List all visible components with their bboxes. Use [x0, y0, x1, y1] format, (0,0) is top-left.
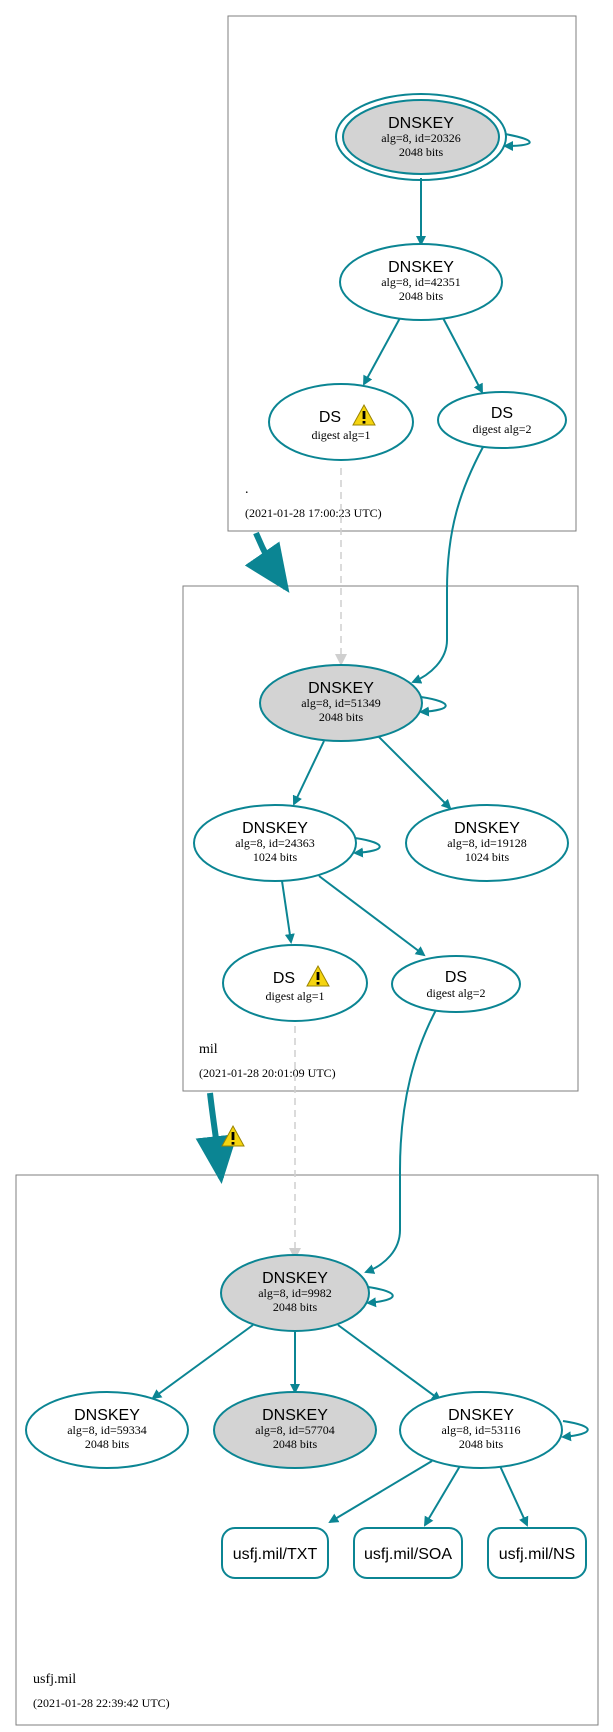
delegation-mil-usfj-edge — [195, 1092, 238, 1184]
rr-label: usfj.mil/SOA — [364, 1546, 452, 1563]
root-ds1-node[interactable]: DS digest alg=1 — [268, 383, 414, 461]
root-zsk-to-ds1-edge — [363, 317, 401, 386]
root-ksk-self-edge — [503, 133, 531, 151]
zone-mil-time: (2021-01-28 20:01:09 UTC) — [199, 1066, 336, 1080]
node-title: DS — [445, 969, 467, 986]
node-info: alg=8, id=9982 — [258, 1286, 332, 1300]
mil-24363-to-ds1-edge — [281, 880, 295, 944]
usfj-ksk-self-edge — [366, 1286, 394, 1308]
node-size: 1024 bits — [465, 850, 510, 864]
zone-usfj-name: usfj.mil — [33, 1672, 76, 1687]
mil-dnskey-19128-node[interactable]: DNSKEY alg=8, id=19128 1024 bits — [405, 804, 569, 882]
node-title: DS — [491, 405, 513, 422]
node-info: alg=8, id=24363 — [235, 836, 315, 850]
zone-root-name: . — [245, 482, 249, 497]
node-title: DNSKEY — [308, 680, 374, 697]
node-title: DNSKEY — [388, 259, 454, 276]
node-info: digest alg=1 — [265, 989, 324, 1003]
node-title: DS — [273, 970, 295, 987]
mil-ds2-node[interactable]: DS digest alg=2 — [391, 955, 521, 1013]
rr-txt-node[interactable]: usfj.mil/TXT — [221, 1527, 329, 1579]
root-ksk-node[interactable]: DNSKEY alg=8, id=20326 2048 bits — [335, 93, 507, 181]
usfj-dnskey-59334-node[interactable]: DNSKEY alg=8, id=59334 2048 bits — [25, 1391, 189, 1469]
node-title: DNSKEY — [242, 820, 308, 837]
node-title: DNSKEY — [388, 115, 454, 132]
usfj-ksk-to-53116-edge — [337, 1324, 442, 1402]
node-size: 2048 bits — [399, 289, 444, 303]
node-info: alg=8, id=19128 — [447, 836, 527, 850]
node-size: 2048 bits — [459, 1437, 504, 1451]
node-info: digest alg=2 — [426, 986, 485, 1000]
root-ds2-node[interactable]: DS digest alg=2 — [437, 391, 567, 449]
usfj-53116-to-ns-edge — [499, 1465, 529, 1527]
root-zsk-to-ds2-edge — [442, 317, 483, 394]
node-title: DNSKEY — [262, 1407, 328, 1424]
node-size: 2048 bits — [273, 1300, 318, 1314]
mil-ksk-self-edge — [419, 696, 447, 717]
zone-root-time: (2021-01-28 17:00:23 UTC) — [245, 506, 382, 520]
usfj-53116-to-soa-edge — [423, 1465, 461, 1527]
warning-icon — [221, 1125, 245, 1147]
mil-ds2-to-usfj-ksk-edge — [364, 1009, 437, 1274]
usfj-53116-self-edge — [561, 1420, 589, 1442]
node-size: 2048 bits — [399, 145, 444, 159]
node-title: DNSKEY — [74, 1407, 140, 1424]
root-ds2-to-mil-ksk-edge — [411, 446, 484, 684]
mil-ksk-to-24363-edge — [292, 740, 325, 806]
rr-label: usfj.mil/NS — [499, 1546, 575, 1563]
rr-label: usfj.mil/TXT — [233, 1546, 318, 1563]
node-info: alg=8, id=20326 — [381, 131, 461, 145]
root-zsk-node[interactable]: DNSKEY alg=8, id=42351 2048 bits — [339, 243, 503, 321]
node-title: DNSKEY — [448, 1407, 514, 1424]
usfj-ksk-node[interactable]: DNSKEY alg=8, id=9982 2048 bits — [220, 1254, 370, 1332]
zone-usfj-time: (2021-01-28 22:39:42 UTC) — [33, 1696, 170, 1710]
zone-mil-name: mil — [199, 1042, 218, 1057]
node-info: alg=8, id=59334 — [67, 1423, 147, 1437]
mil-24363-self-edge — [353, 837, 381, 858]
rr-ns-node[interactable]: usfj.mil/NS — [487, 1527, 587, 1579]
node-info: digest alg=2 — [472, 422, 531, 436]
node-size: 2048 bits — [85, 1437, 130, 1451]
node-title: DNSKEY — [454, 820, 520, 837]
usfj-ksk-to-59334-edge — [151, 1324, 254, 1400]
node-title: DS — [319, 409, 341, 426]
node-info: digest alg=1 — [311, 428, 370, 442]
node-info: alg=8, id=51349 — [301, 696, 381, 710]
node-info: alg=8, id=42351 — [381, 275, 461, 289]
mil-ksk-to-19128-edge — [377, 735, 452, 810]
mil-dnskey-24363-node[interactable]: DNSKEY alg=8, id=24363 1024 bits — [193, 804, 357, 882]
rr-soa-node[interactable]: usfj.mil/SOA — [353, 1527, 463, 1579]
usfj-dnskey-57704-node[interactable]: DNSKEY alg=8, id=57704 2048 bits — [213, 1391, 377, 1469]
mil-ds1-node[interactable]: DS digest alg=1 — [222, 944, 368, 1022]
node-info: alg=8, id=53116 — [441, 1423, 520, 1437]
usfj-dnskey-53116-node[interactable]: DNSKEY alg=8, id=53116 2048 bits — [399, 1391, 563, 1469]
node-info: alg=8, id=57704 — [255, 1423, 335, 1437]
node-title: DNSKEY — [262, 1270, 328, 1287]
node-size: 2048 bits — [319, 710, 364, 724]
mil-ksk-node[interactable]: DNSKEY alg=8, id=51349 2048 bits — [259, 664, 423, 742]
usfj-53116-to-txt-edge — [328, 1460, 433, 1524]
delegation-root-mil-edge — [244, 531, 290, 593]
node-size: 1024 bits — [253, 850, 298, 864]
mil-24363-to-ds2-edge — [318, 875, 426, 957]
node-size: 2048 bits — [273, 1437, 318, 1451]
